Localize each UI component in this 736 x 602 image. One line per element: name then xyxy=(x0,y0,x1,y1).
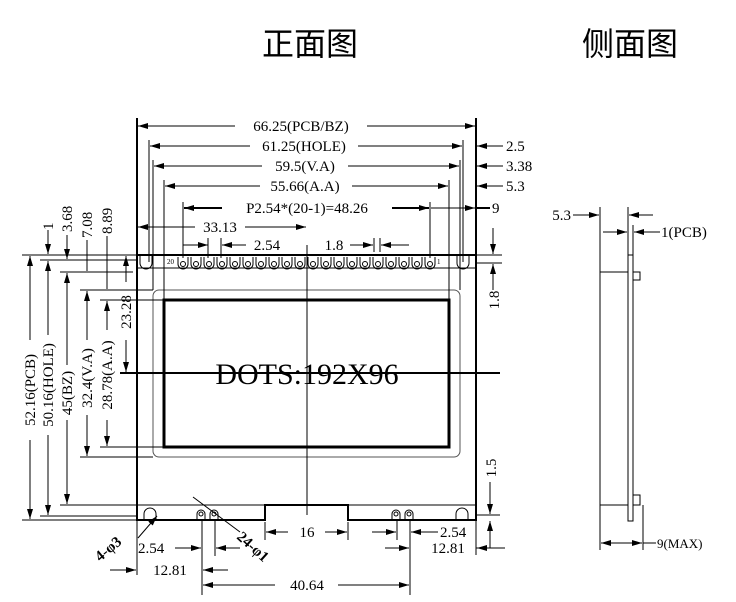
dim-pin-width: 1.8 xyxy=(325,238,344,254)
side-bezel xyxy=(599,271,629,506)
pin-hole xyxy=(375,261,381,267)
dim-right-5-3: 5.3 xyxy=(506,179,525,195)
pin-hole xyxy=(297,261,303,267)
pin-hole xyxy=(362,261,368,267)
dim-bottom-margin: 1.5 xyxy=(484,459,500,478)
side-view-title: 侧面图 xyxy=(582,26,678,62)
dim-right-pad-pitch: 2.54 xyxy=(440,525,467,541)
bottom-dimensions: 16 2.54 12.81 40.64 2.54 12.81 4-φ3 24-φ… xyxy=(92,496,500,595)
pin-hole xyxy=(310,261,316,267)
dots-label: DOTS:192X96 xyxy=(215,358,398,391)
pin-20-label: 20 xyxy=(167,258,175,266)
dim-hole-height: 50.16(HOLE) xyxy=(41,343,57,427)
bottom-left-hole xyxy=(143,507,157,520)
pin-pad xyxy=(359,257,371,270)
dim-left-7-08: 7.08 xyxy=(80,212,96,238)
dim-va-height: 32.4(V.A) xyxy=(80,348,96,408)
pin-hole xyxy=(323,261,329,267)
pin-pad xyxy=(320,257,332,270)
pin-pad xyxy=(203,257,215,270)
dim-bz-height: 45(BZ) xyxy=(60,371,76,415)
pin-pad xyxy=(255,257,267,270)
bottom-pads xyxy=(196,509,414,520)
dim-left-pad-pitch: 2.54 xyxy=(138,541,165,557)
pin-pad xyxy=(398,257,410,270)
side-max-label: 9(MAX) xyxy=(657,536,703,551)
dim-left-pad-offset: 12.81 xyxy=(153,563,187,579)
pin-row xyxy=(177,257,436,270)
dim-left-1: 1 xyxy=(41,223,57,231)
pad-callout: 24-φ1 xyxy=(233,529,271,566)
dim-pcb-height: 52.16(PCB) xyxy=(23,354,39,426)
pin-pad xyxy=(242,257,254,270)
pin-hole xyxy=(193,261,199,267)
side-view: 5.3 1(PCB) 9(MAX) xyxy=(552,207,707,551)
side-thickness-label: 5.3 xyxy=(552,208,571,224)
side-top-connector xyxy=(632,271,641,281)
dim-right-9: 9 xyxy=(492,201,500,217)
pin-hole xyxy=(284,261,290,267)
top-left-hole xyxy=(139,255,153,270)
pin-hole xyxy=(219,261,225,267)
pin-pad xyxy=(294,257,306,270)
pin-pad xyxy=(385,257,397,270)
dim-right-3-38: 3.38 xyxy=(506,159,532,175)
pin-hole xyxy=(258,261,264,267)
pin-pad xyxy=(229,257,241,270)
pin-hole xyxy=(349,261,355,267)
bottom-right-hole xyxy=(455,507,469,520)
side-bottom-connector xyxy=(632,494,641,506)
pin-pad xyxy=(177,257,189,270)
dim-aa-width: 55.66(A.A) xyxy=(270,179,339,195)
pin-pad xyxy=(307,257,319,270)
dim-aa-height: 28.78(A.A) xyxy=(100,340,116,409)
pin-pad xyxy=(424,257,436,270)
pin-pad xyxy=(216,257,228,270)
pin-pad xyxy=(346,257,358,270)
front-view-title: 正面图 xyxy=(262,26,358,62)
pin-hole xyxy=(271,261,277,267)
pin-hole xyxy=(388,261,394,267)
pin-hole xyxy=(232,261,238,267)
dim-pcb-bz-width: 66.25(PCB/BZ) xyxy=(253,119,348,135)
pin-pad xyxy=(268,257,280,270)
pin-hole xyxy=(206,261,212,267)
pin-hole xyxy=(401,261,407,267)
pin-pad xyxy=(281,257,293,270)
top-right-hole xyxy=(456,255,470,270)
dim-pin-offset: 33.13 xyxy=(203,220,237,236)
pin-hole xyxy=(414,261,420,267)
pin-pad xyxy=(411,257,423,270)
dim-left-3-68: 3.68 xyxy=(60,206,76,232)
dim-pin-pitch: 2.54 xyxy=(254,238,281,254)
dim-top-margin: 1.8 xyxy=(487,291,503,310)
pin-hole xyxy=(427,261,433,267)
pin-hole xyxy=(245,261,251,267)
dim-pin-span: P2.54*(20-1)=48.26 xyxy=(246,201,368,217)
dim-pad-span: 40.64 xyxy=(290,578,324,594)
pin-pad xyxy=(372,257,384,270)
dim-right-pad-offset: 12.81 xyxy=(431,541,465,557)
pin-pad xyxy=(190,257,202,270)
hole-callout: 4-φ3 xyxy=(92,534,125,565)
pin-hole xyxy=(180,261,186,267)
dim-left-8-89: 8.89 xyxy=(100,208,116,234)
top-dimensions: 66.25(PCB/BZ) 61.25(HOLE) 59.5(V.A) 55.6… xyxy=(136,118,477,300)
front-view: 20 1 DOTS:192X96 xyxy=(120,245,500,521)
dim-right-2-5: 2.5 xyxy=(506,139,525,155)
pin-hole xyxy=(336,261,342,267)
dim-va-width: 59.5(V.A) xyxy=(275,159,335,175)
left-dimensions: 1 3.68 7.08 8.89 52.16(PCB) 50.16(HOLE) … xyxy=(22,206,164,521)
dim-center-offset: 23.28 xyxy=(119,295,135,329)
dim-notch: 16 xyxy=(300,525,316,541)
side-pcb-label: 1(PCB) xyxy=(661,225,707,241)
right-dimensions: 2.5 3.38 5.3 9 1.8 1.5 xyxy=(431,139,532,549)
dim-hole-width: 61.25(HOLE) xyxy=(262,139,346,155)
side-pcb xyxy=(627,254,634,522)
pin-1-label: 1 xyxy=(437,258,441,266)
pin-pad xyxy=(333,257,345,270)
